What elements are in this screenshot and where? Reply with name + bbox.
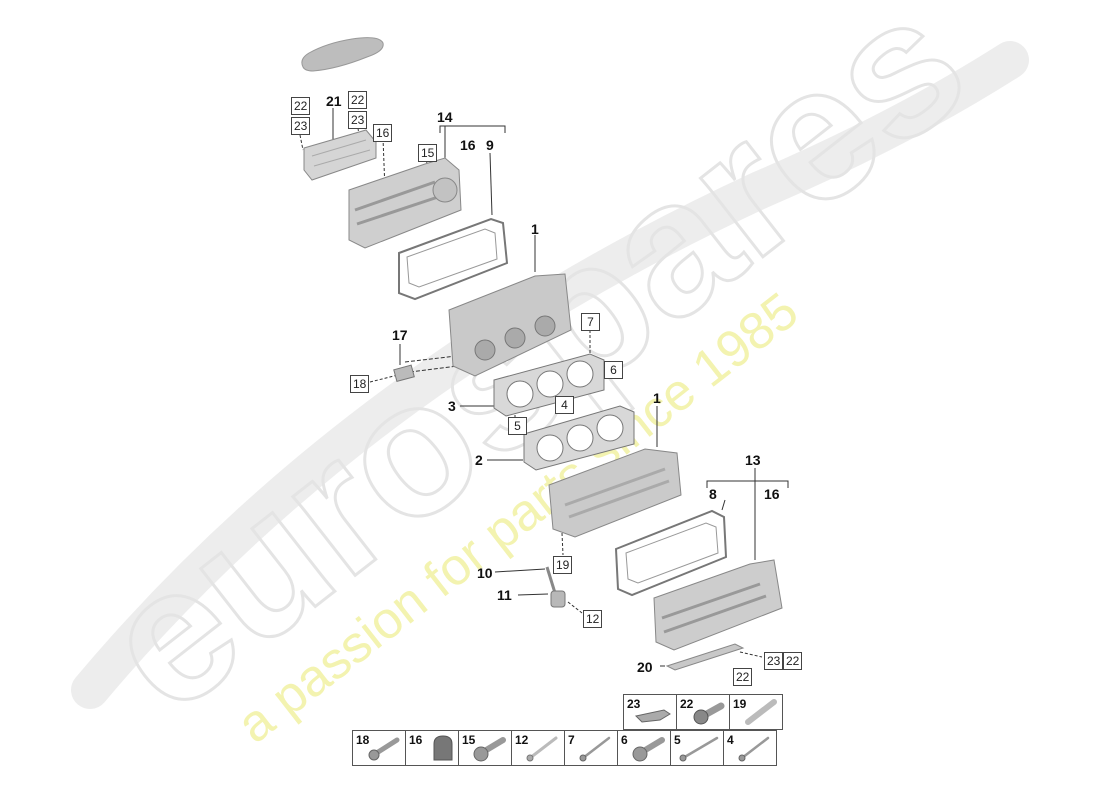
callout-14: 14 — [437, 109, 453, 125]
legend-number: 7 — [568, 733, 575, 747]
gasket-3 — [490, 350, 610, 425]
ref-box-22: 22 — [291, 97, 311, 115]
legend-number: 6 — [621, 733, 628, 747]
bolt-icon — [368, 737, 400, 761]
long-bolt-icon — [526, 736, 558, 762]
pin-icon — [745, 699, 777, 725]
long-bolt-icon — [738, 736, 770, 762]
fastener-legend-top: 23 22 19 — [623, 694, 783, 730]
legend-number: 23 — [627, 697, 641, 711]
legend-number: 12 — [515, 733, 529, 747]
cap-icon — [433, 735, 453, 761]
legend-number: 19 — [733, 697, 747, 711]
long-bolt-icon — [679, 736, 719, 762]
clip-icon — [634, 709, 671, 723]
gasket-2 — [520, 402, 640, 479]
callout-3: 3 — [448, 398, 456, 414]
ref-box-7: 7 — [581, 313, 600, 331]
fastener-legend-bottom: 18 16 15 12 7 6 5 4 — [352, 730, 777, 766]
callout-1-upper: 1 — [531, 221, 539, 237]
ref-box-15: 15 — [418, 144, 438, 162]
gasket-9 — [395, 213, 510, 308]
cylinder-head-1-upper — [445, 270, 575, 385]
callout-1-lower: 1 — [653, 390, 661, 406]
ref-box-22: 22 — [733, 668, 753, 686]
legend-cell: 6 — [617, 730, 671, 766]
ref-box-18: 18 — [350, 375, 370, 393]
legend-number: 18 — [356, 733, 370, 747]
legend-cell: 19 — [729, 694, 783, 730]
callout-16-upper: 16 — [460, 137, 476, 153]
ref-box-4: 4 — [555, 396, 574, 414]
flange-bolt-icon — [473, 737, 506, 762]
flange-bolt-icon — [632, 737, 665, 762]
gasket-8 — [612, 505, 732, 605]
callout-20: 20 — [637, 659, 653, 675]
sensor-17 — [393, 363, 417, 388]
callout-2: 2 — [475, 452, 483, 468]
callout-9: 9 — [486, 137, 494, 153]
ref-box-23: 23 — [764, 652, 784, 670]
legend-number: 22 — [680, 697, 694, 711]
ref-box-22: 22 — [348, 91, 368, 109]
valve-cover-21 — [300, 128, 380, 193]
callout-16-lower: 16 — [764, 486, 780, 502]
camshaft-housing-13 — [650, 558, 785, 658]
tensioner-11 — [545, 565, 570, 615]
ref-box-19: 19 — [553, 556, 573, 574]
ref-box-16: 16 — [373, 124, 393, 142]
legend-cell: 5 — [670, 730, 724, 766]
legend-cell: 7 — [564, 730, 618, 766]
legend-cell: 4 — [723, 730, 777, 766]
guide-rail-20 — [665, 640, 745, 677]
ref-box-22: 22 — [783, 652, 803, 670]
long-bolt-icon — [579, 736, 611, 762]
flange-bolt-icon — [693, 702, 725, 725]
car-silhouette-icon — [297, 35, 387, 80]
legend-cell: 22 — [676, 694, 730, 730]
ref-box-6: 6 — [604, 361, 623, 379]
legend-number: 4 — [727, 733, 734, 747]
legend-number: 5 — [674, 733, 681, 747]
cylinder-head-1-lower — [545, 445, 685, 545]
legend-cell: 12 — [511, 730, 565, 766]
callout-17: 17 — [392, 327, 408, 343]
legend-number: 16 — [409, 733, 423, 747]
callout-11: 11 — [497, 587, 512, 603]
callout-8: 8 — [709, 486, 717, 502]
ref-box-23: 23 — [348, 111, 368, 129]
callout-10: 10 — [477, 565, 493, 581]
legend-cell: 16 — [405, 730, 459, 766]
ref-box-23: 23 — [291, 117, 311, 135]
ref-box-12: 12 — [583, 610, 603, 628]
callout-21: 21 — [326, 93, 342, 109]
legend-number: 15 — [462, 733, 476, 747]
legend-cell: 18 — [352, 730, 406, 766]
camshaft-housing-14 — [345, 150, 465, 255]
legend-cell: 23 — [623, 694, 677, 730]
ref-box-5: 5 — [508, 417, 527, 435]
legend-cell: 15 — [458, 730, 512, 766]
callout-13: 13 — [745, 452, 761, 468]
